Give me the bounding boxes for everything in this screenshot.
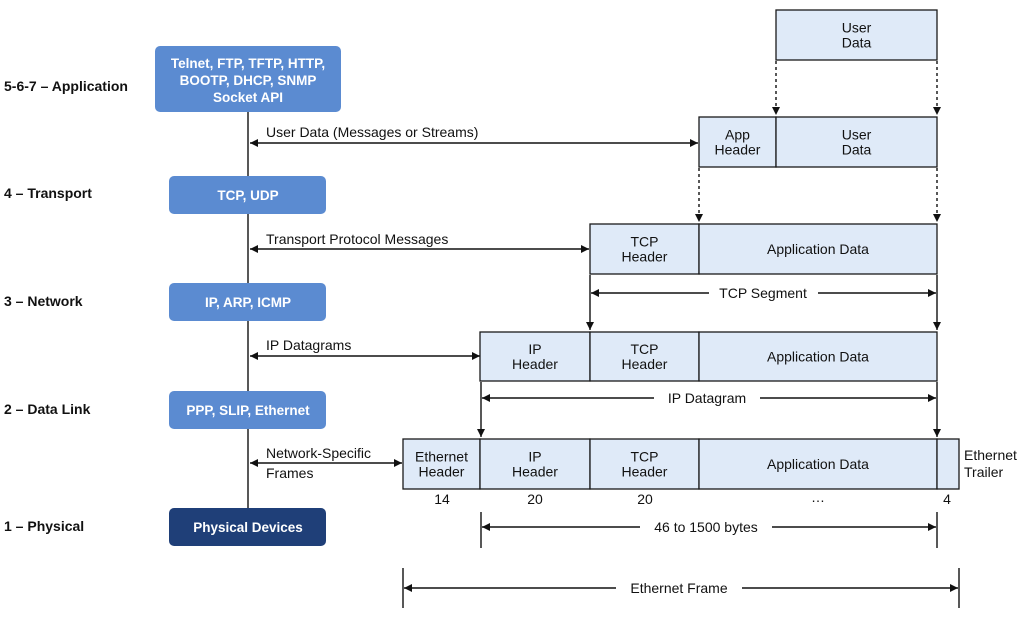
protocol-text: BOOTP, DHCP, SNMP [180, 73, 317, 88]
message-label-network: IP Datagrams [266, 337, 351, 353]
cell-user-data-text: User [842, 127, 872, 143]
cell-ip-header-text: IP [528, 449, 541, 465]
field-size: 14 [434, 491, 450, 507]
span-label-ethernet-frame: Ethernet Frame [630, 580, 727, 596]
field-size: 20 [637, 491, 653, 507]
cell-app-header-text: Header [715, 142, 761, 158]
protocol-box-bg [155, 46, 341, 112]
message-label-datalink: Network-Specific [266, 445, 371, 461]
cell-user-data-text: Data [842, 142, 872, 158]
cell-application-data [698, 331, 938, 382]
cell-tcp-header-text: TCP [631, 449, 659, 465]
span-ip-datagram: IP Datagram [482, 390, 936, 406]
protocol-box-application: Telnet, FTP, TFTP, HTTP, BOOTP, DHCP, SN… [155, 46, 341, 112]
span-ethernet-frame: Ethernet Frame [402, 568, 960, 608]
span-label-tcp-segment: TCP Segment [719, 285, 807, 301]
protocol-box-datalink: PPP, SLIP, Ethernet [169, 391, 326, 429]
ethernet-trailer-label: Ethernet [964, 447, 1017, 463]
cell-app-header [698, 116, 777, 168]
field-size: 20 [527, 491, 543, 507]
protocol-text: IP, ARP, ICMP [205, 295, 291, 310]
cell-ip-header-text: Header [512, 464, 558, 480]
cell-ethernet-trailer [936, 438, 960, 490]
cell-application-data-text: Application Data [767, 456, 869, 472]
cell-tcp-header [589, 223, 700, 275]
cell-user-data [775, 9, 938, 61]
message-label-datalink: Frames [266, 465, 313, 481]
protocol-box-network: IP, ARP, ICMP [169, 283, 326, 321]
protocol-box-bg [169, 176, 326, 214]
field-size: … [811, 489, 825, 505]
protocol-text: PPP, SLIP, Ethernet [186, 403, 310, 418]
protocol-text: TCP, UDP [217, 188, 278, 203]
message-label-application: User Data (Messages or Streams) [266, 124, 478, 140]
layer-label-datalink: 2 – Data Link [4, 401, 91, 417]
cell-tcp-header-text: TCP [631, 234, 659, 250]
span-payload: 46 to 1500 bytes [480, 512, 938, 548]
layer-label-application: 5-6-7 – Application [4, 78, 128, 94]
protocol-box-bg [169, 391, 326, 429]
ethernet-trailer-label: Trailer [964, 464, 1003, 480]
cell-ip-header [479, 331, 591, 382]
layer-label-transport: 4 – Transport [4, 185, 92, 201]
cell-ethernet-header-text: Ethernet [415, 449, 468, 465]
cell-ip-header-text: IP [528, 341, 541, 357]
cell-application-data-text: Application Data [767, 241, 869, 257]
cell-application-data [698, 438, 938, 490]
cell-user-data-text: Data [842, 35, 872, 51]
cell-ip-header [479, 438, 591, 490]
cell-tcp-header-text: Header [622, 464, 668, 480]
protocol-box-bg [169, 508, 326, 546]
span-label-payload: 46 to 1500 bytes [654, 519, 758, 535]
field-size: 4 [943, 491, 951, 507]
cell-ethernet-header-text: Header [419, 464, 465, 480]
cell-tcp-header-text: Header [622, 356, 668, 372]
layer-label-network: 3 – Network [4, 293, 83, 309]
span-label-ip-datagram: IP Datagram [668, 390, 746, 406]
cell-application-data-text: Application Data [767, 349, 869, 365]
cell-tcp-header [589, 331, 700, 382]
message-label-transport: Transport Protocol Messages [266, 231, 448, 247]
protocol-text: Telnet, FTP, TFTP, HTTP, [171, 56, 325, 71]
protocol-box-transport: TCP, UDP [169, 176, 326, 214]
protocol-text: Socket API [213, 90, 283, 105]
protocol-box-bg [169, 283, 326, 321]
protocol-box-physical: Physical Devices [169, 508, 326, 546]
cell-application-data [698, 223, 938, 275]
cell-user-data [775, 116, 938, 168]
cell-tcp-header-text: TCP [631, 341, 659, 357]
span-tcp-segment: TCP Segment [591, 285, 936, 301]
protocol-text: Physical Devices [193, 520, 303, 535]
cell-ethernet-header [402, 438, 481, 490]
cell-ip-header-text: Header [512, 356, 558, 372]
layer-label-physical: 1 – Physical [4, 518, 84, 534]
cell-user-data-text: User [842, 20, 872, 36]
cell-tcp-header-text: Header [622, 249, 668, 265]
cell-app-header-text: App [725, 127, 750, 143]
